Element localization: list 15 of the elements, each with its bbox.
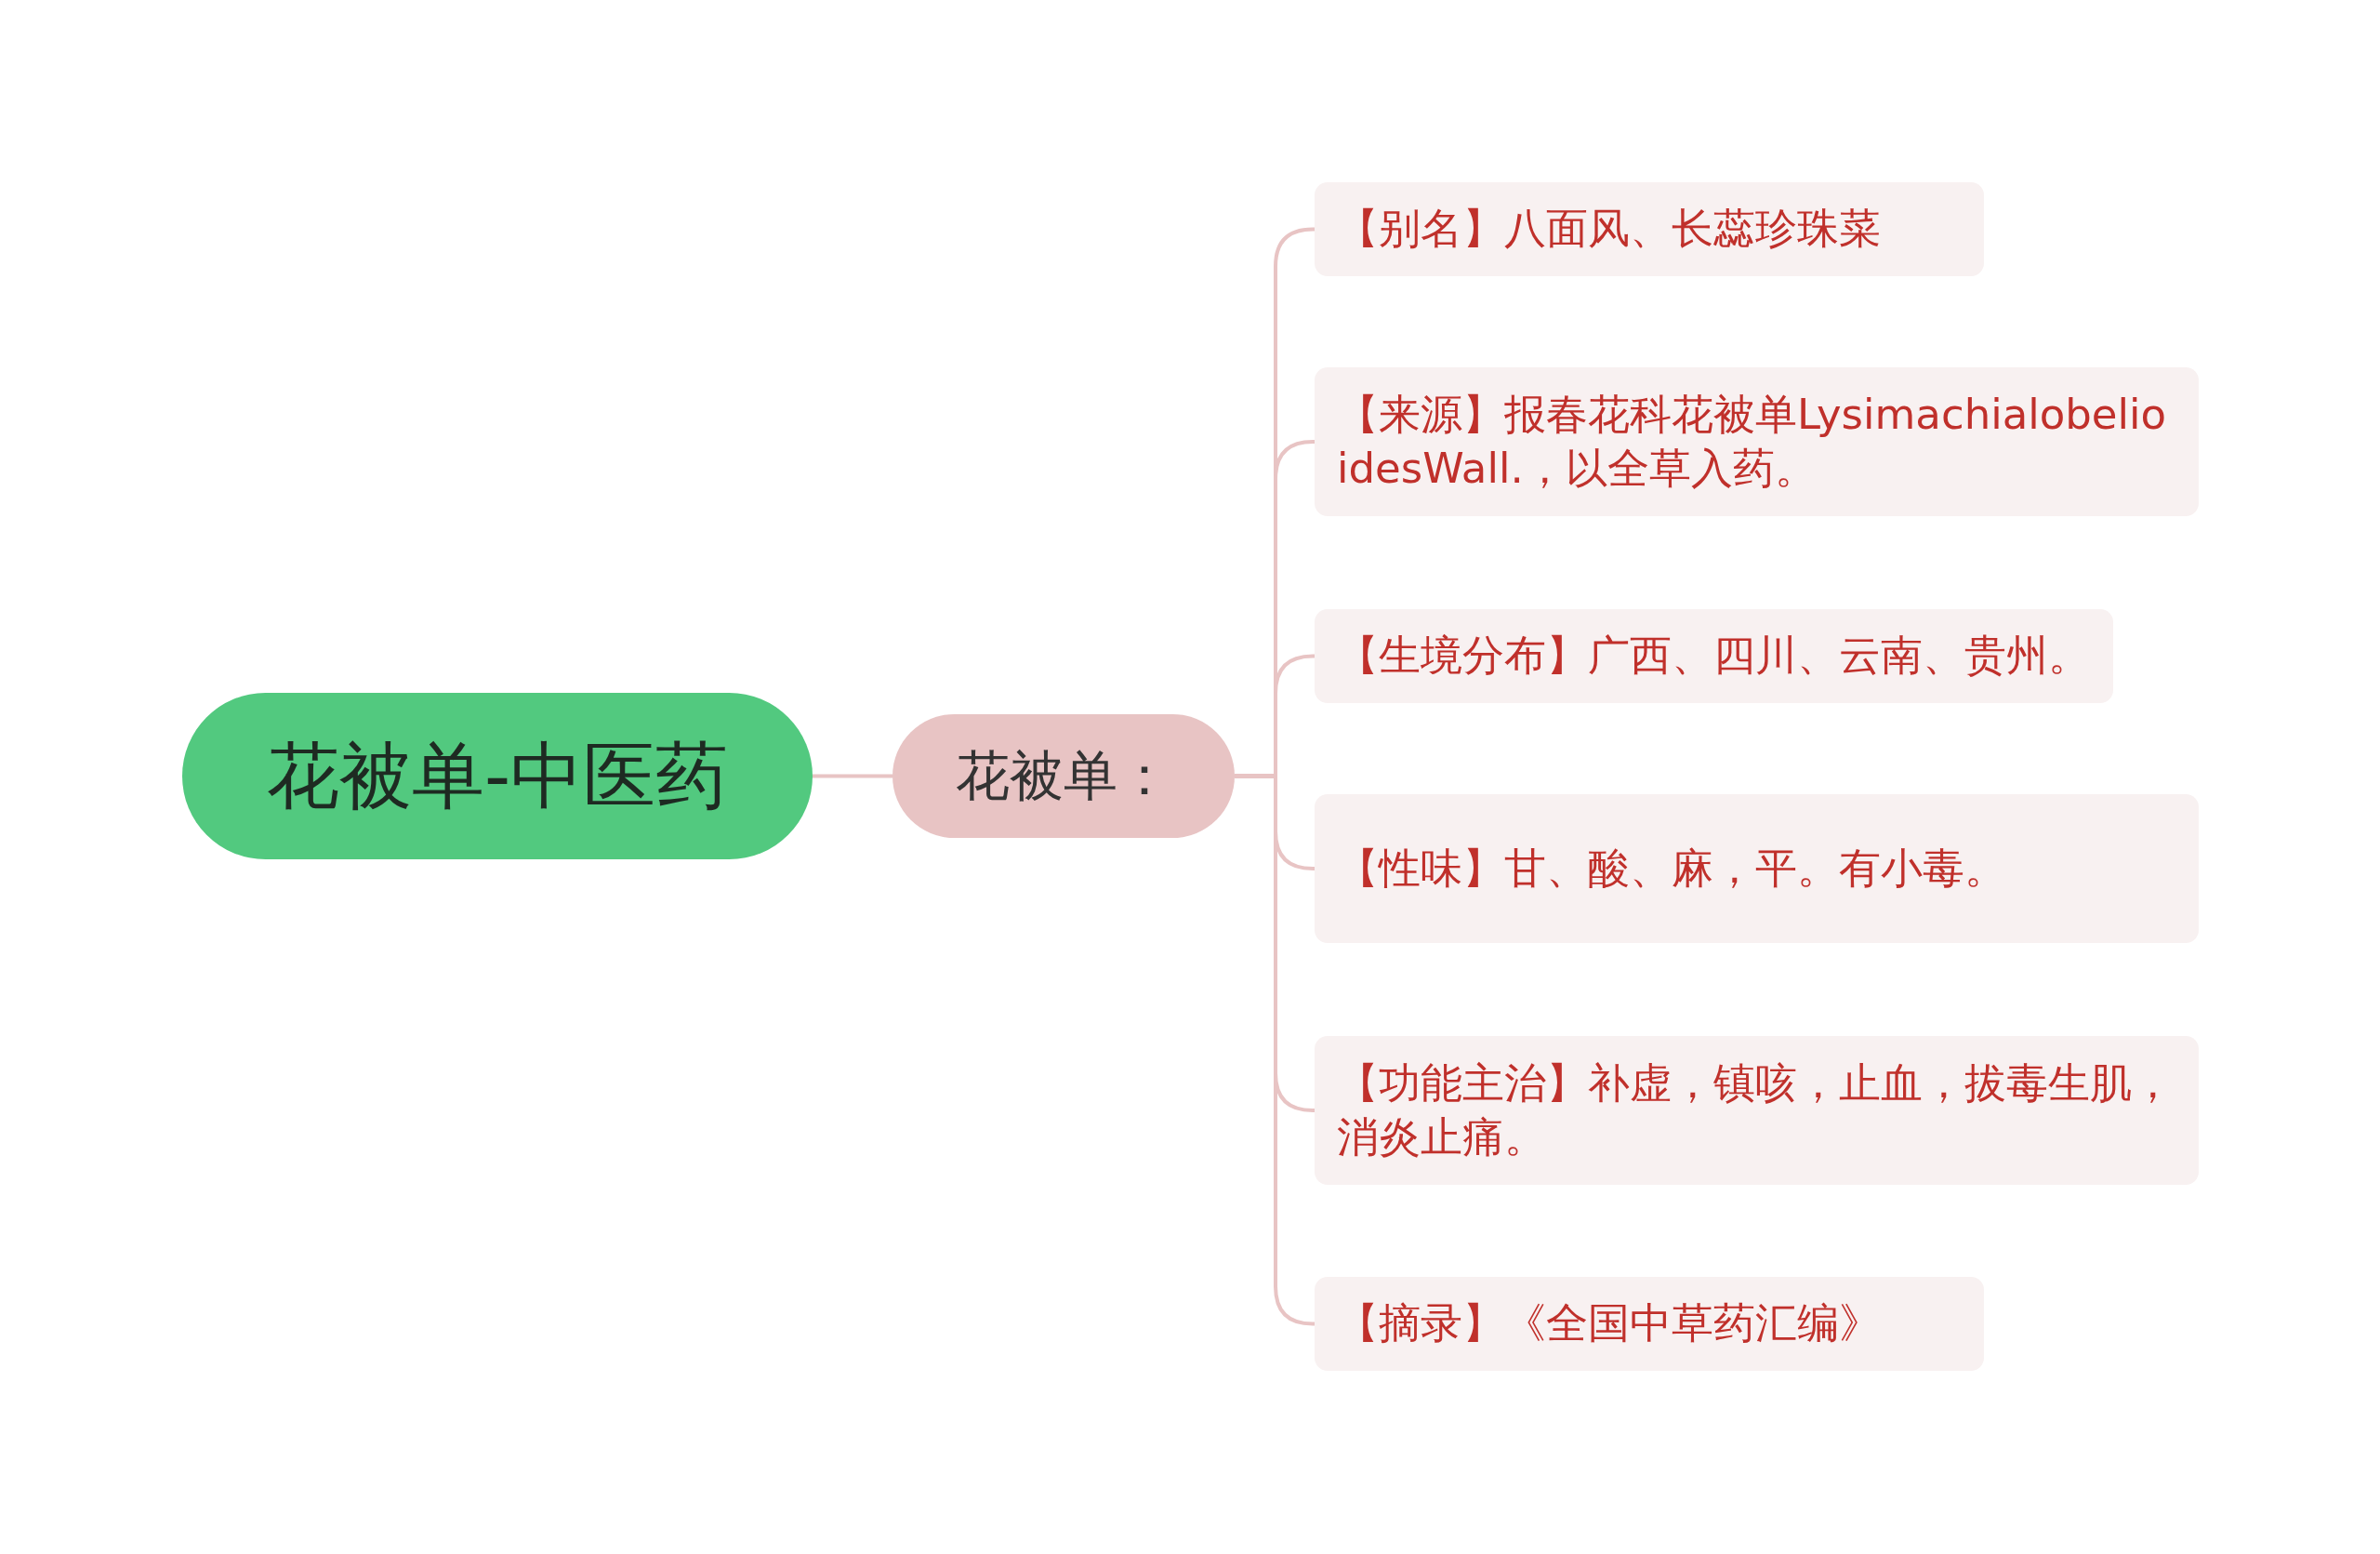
- subtopic: [1315, 1036, 2199, 1185]
- subtopic: [1315, 367, 2199, 516]
- topic-text: 【功能主治】补虚，镇咳，止血，拔毒生肌，消炎止痛。: [1337, 1056, 2175, 1163]
- topic-text: 【生境分布】广西、四川、云南、贵州。: [1337, 630, 2090, 683]
- topic-text: 【摘录】《全国中草药汇编》: [1337, 1297, 1881, 1350]
- topic-text: 【来源】报春花科花被单LysimachialobelioidesWall.，以全草入药。: [1337, 388, 2168, 495]
- subtopic: [1315, 182, 1984, 276]
- topic-text: 【别名】八面风、长蕊珍珠菜: [1337, 203, 1881, 256]
- topic-text: 花被单：: [956, 743, 1171, 809]
- subtopic: [1315, 1277, 1984, 1371]
- subtopic: [1315, 794, 2199, 943]
- topic-text: 花被单-中医药: [266, 733, 729, 819]
- topic-text: 【性味】甘、酸、麻，平。有小毒。: [1337, 842, 2006, 895]
- connector-line: [813, 774, 892, 778]
- subtopic: [1315, 609, 2113, 703]
